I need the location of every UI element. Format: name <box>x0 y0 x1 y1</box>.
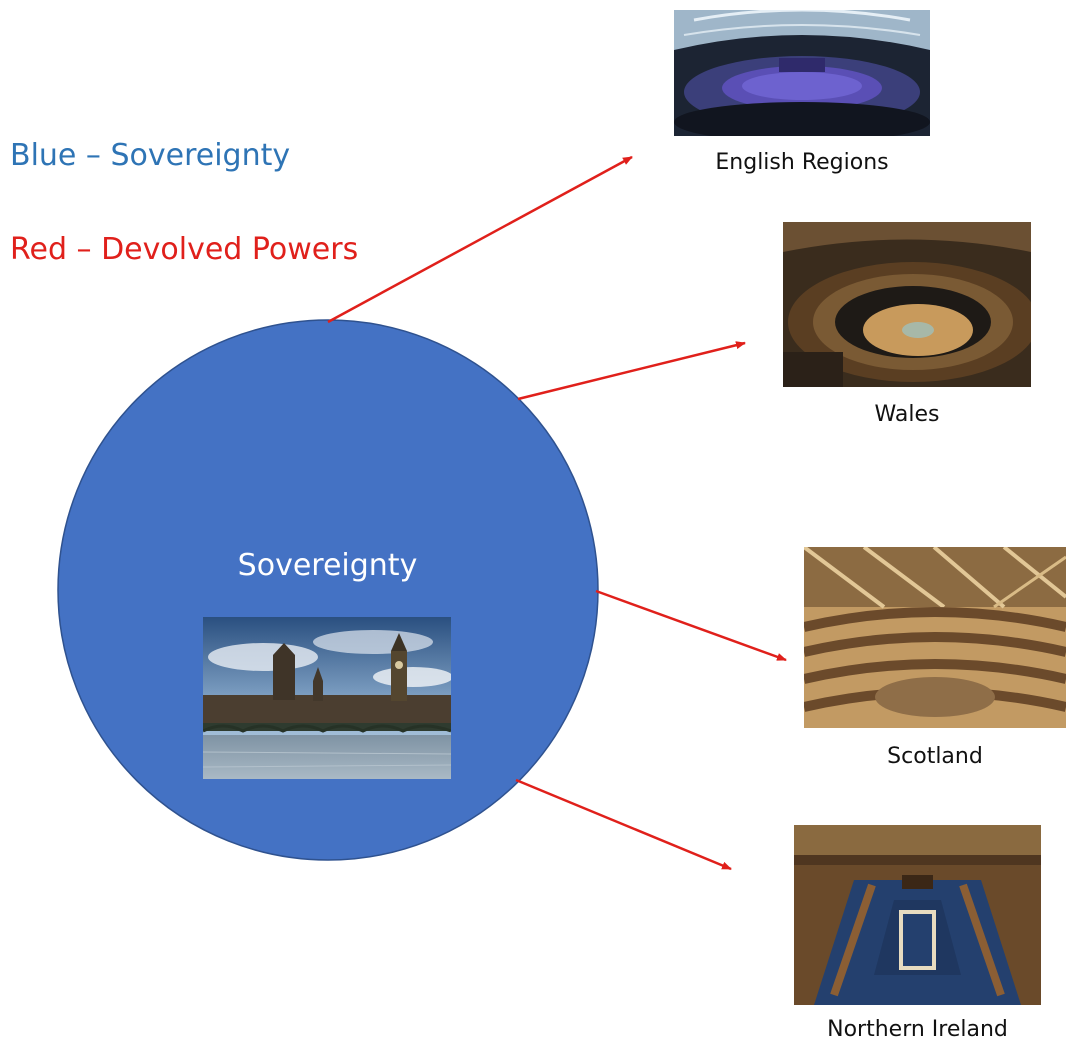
caption-scotland: Scotland <box>887 744 983 769</box>
caption-northern-ireland: Northern Ireland <box>827 1017 1008 1042</box>
legend-blue-sovereignty: Blue – Sovereignty <box>10 138 291 173</box>
arrow-wales <box>517 341 746 401</box>
arrow-northern-ireland <box>515 778 732 871</box>
caption-wales: Wales <box>874 402 940 427</box>
sovereignty-label: Sovereignty <box>237 548 418 583</box>
westminster-palace-photo <box>203 617 451 779</box>
arrow-scotland <box>595 589 787 662</box>
arrow-english-regions <box>327 155 633 324</box>
london-assembly-chamber-photo <box>674 10 930 136</box>
senedd-chamber-photo <box>783 222 1031 387</box>
sovereignty-circle <box>57 319 599 861</box>
stormont-assembly-chamber-photo <box>794 825 1041 1005</box>
scottish-parliament-chamber-photo <box>804 547 1066 728</box>
caption-english-regions: English Regions <box>715 150 889 175</box>
legend-red-devolved-powers: Red – Devolved Powers <box>10 232 359 267</box>
